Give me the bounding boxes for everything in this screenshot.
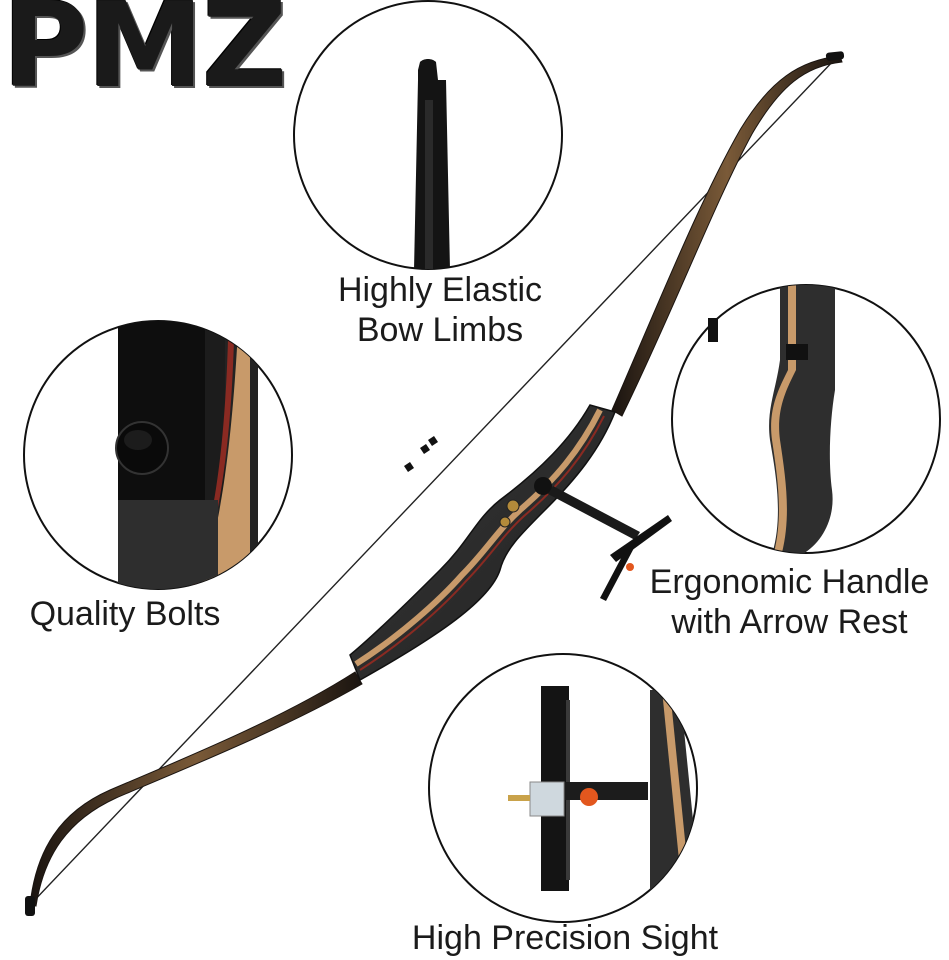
handle-arrow-rest-icon <box>708 318 718 342</box>
handle-closeup <box>769 285 835 553</box>
riser-bolt-icon <box>506 499 520 513</box>
caption-handle: Ergonomic Handle with Arrow Rest <box>630 562 949 642</box>
caption-handle-line2: with Arrow Rest <box>671 603 908 641</box>
bow-sight <box>534 477 672 601</box>
caption-sight-line1: High Precision Sight <box>411 919 719 957</box>
upper-limb-tip <box>825 51 845 61</box>
caption-bolts-line1: Quality Bolts <box>29 595 221 633</box>
caption-limbs-line2: Bow Limbs <box>356 311 524 349</box>
caption-handle-line1: Ergonomic Handle <box>649 563 930 601</box>
bolt-closeup <box>115 321 258 589</box>
caption-sight: High Precision Sight <box>380 918 750 958</box>
limb-closeup <box>414 59 450 269</box>
riser <box>349 404 617 682</box>
bow-string <box>29 57 837 906</box>
caption-limbs-line1: Highly Elastic <box>337 271 543 309</box>
lower-limb <box>29 671 363 907</box>
lower-limb-tip <box>25 896 35 916</box>
riser-bolt-icon <box>499 516 511 528</box>
brand-logo: PMZ <box>2 0 287 114</box>
upper-limb <box>611 55 843 417</box>
string-nocking-point <box>404 436 438 472</box>
caption-bolts: Quality Bolts <box>0 594 250 634</box>
caption-limbs: Highly Elastic Bow Limbs <box>300 270 580 350</box>
